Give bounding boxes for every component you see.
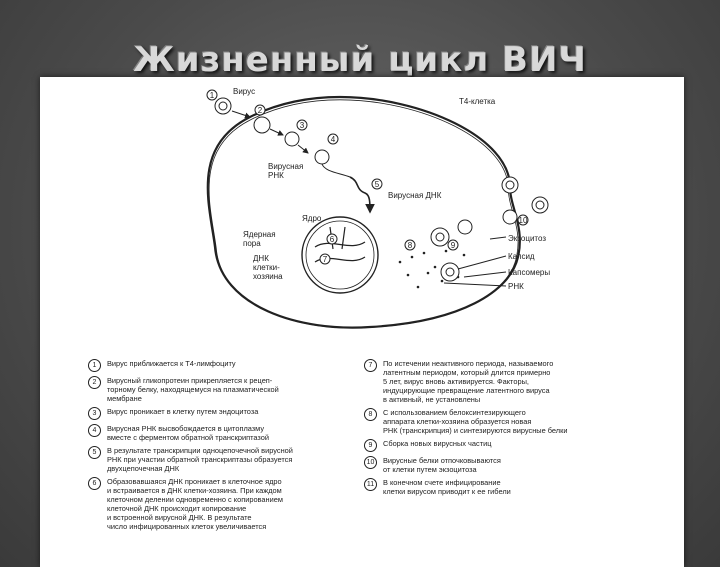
hiv-lifecycle-figure: 1 Вирус 2 3 4 Вирусная РНК 5 Вирусная ДН… — [40, 77, 684, 567]
legend-item: 7 По истечении неактивного периода, назыв… — [364, 359, 664, 404]
legend-text: Вирус проникает в клетку путем эндоцитоз… — [107, 407, 259, 416]
legend-number: 6 — [88, 477, 101, 490]
t4-cell-membrane — [206, 95, 521, 329]
legend-text: С использованием белоксинтезирующего апп… — [383, 408, 568, 435]
viral-dna-label: Вирусная ДНК — [388, 191, 442, 200]
legend-item: 1 Вирус приближается к Т4-лимфоциту — [88, 359, 356, 372]
legend-text: В конечном счете инфицирование клетки ви… — [383, 478, 511, 496]
legend-number: 3 — [88, 407, 101, 420]
legend-item: 9 Сборка новых вирусных частиц — [364, 439, 664, 452]
svg-text:пора: пора — [243, 239, 261, 248]
step-8-number: 8 — [408, 241, 413, 250]
legend-number: 7 — [364, 359, 377, 372]
slide-title: Жизненный цикл ВИЧ — [133, 40, 587, 80]
nucleus — [301, 216, 379, 294]
exocytosis-label: Экзоцитоз — [508, 234, 546, 243]
svg-text:клетки-: клетки- — [253, 263, 280, 272]
rna-label: РНК — [508, 282, 524, 291]
legend-text: Сборка новых вирусных частиц — [383, 439, 492, 448]
legend-text: В результате транскрипции одноцепочечной… — [107, 446, 293, 473]
virus-step1: 1 — [206, 89, 232, 115]
step-9-number: 9 — [451, 241, 456, 250]
svg-text:РНК: РНК — [268, 171, 284, 180]
legend-number: 1 — [88, 359, 101, 372]
legend-item: 6 Образовавшаяся ДНК проникает в клеточно… — [88, 477, 356, 531]
legend-number: 2 — [88, 376, 101, 389]
svg-text:хозяина: хозяина — [253, 272, 283, 281]
capsid-label: Капсид — [508, 252, 535, 261]
capsomeres-label: Капсомеры — [508, 268, 550, 277]
cell-diagram: 1 Вирус 2 3 4 Вирусная РНК 5 Вирусная ДН… — [206, 87, 550, 329]
legend-text: По истечении неактивного периода, называ… — [383, 359, 554, 404]
legend-text: Образовавшаяся ДНК проникает в клеточное… — [107, 477, 283, 531]
virus-label: Вирус — [233, 87, 255, 96]
legend-text: Вирус приближается к Т4-лимфоциту — [107, 359, 236, 368]
legend-item: 8 С использованием белоксинтезирующего ап… — [364, 408, 664, 435]
legend-number: 5 — [88, 446, 101, 459]
legend-item: 2 Вирусный гликопротеин прикрепляется к р… — [88, 376, 356, 403]
legend-number: 11 — [364, 478, 377, 491]
step-6-number: 6 — [330, 235, 335, 244]
host-dna-label: ДНК — [253, 254, 269, 263]
step-1-number: 1 — [210, 91, 215, 100]
legend-item: 10 Вирусные белки отпочковываются от клет… — [364, 456, 664, 474]
legend-number: 4 — [88, 424, 101, 437]
step-3-number: 3 — [300, 121, 305, 130]
legend-item: 3 Вирус проникает в клетку путем эндоцито… — [88, 407, 356, 420]
legend-item: 11 В конечном счете инфицирование клетки … — [364, 478, 664, 496]
legend-text: Вирусная РНК высвобождается в цитоплазму… — [107, 424, 269, 442]
t4-cell-label: Т4-клетка — [459, 97, 496, 106]
nuclear-pore-label: Ядерная — [243, 230, 276, 239]
legend-number: 9 — [364, 439, 377, 452]
legend-text: Вирусный гликопротеин прикрепляется к ре… — [107, 376, 279, 403]
nucleus-label: Ядро — [302, 214, 322, 223]
step-4-number: 4 — [331, 135, 336, 144]
step-5-number: 5 — [375, 180, 380, 189]
viral-rna-label: Вирусная — [268, 162, 303, 171]
step-10-number: 10 — [519, 216, 528, 225]
legend-item: 5 В результате транскрипции одноцепочечно… — [88, 446, 356, 473]
legend-number: 10 — [364, 456, 377, 469]
legend-text: Вирусные белки отпочковываются от клетки… — [383, 456, 501, 474]
step-7-number: 7 — [323, 255, 328, 264]
step-2-number: 2 — [258, 106, 263, 115]
legend-number: 8 — [364, 408, 377, 421]
legend-item: 4 Вирусная РНК высвобождается в цитоплазм… — [88, 424, 356, 442]
legend-right-column: 7 По истечении неактивного периода, назыв… — [364, 359, 664, 500]
